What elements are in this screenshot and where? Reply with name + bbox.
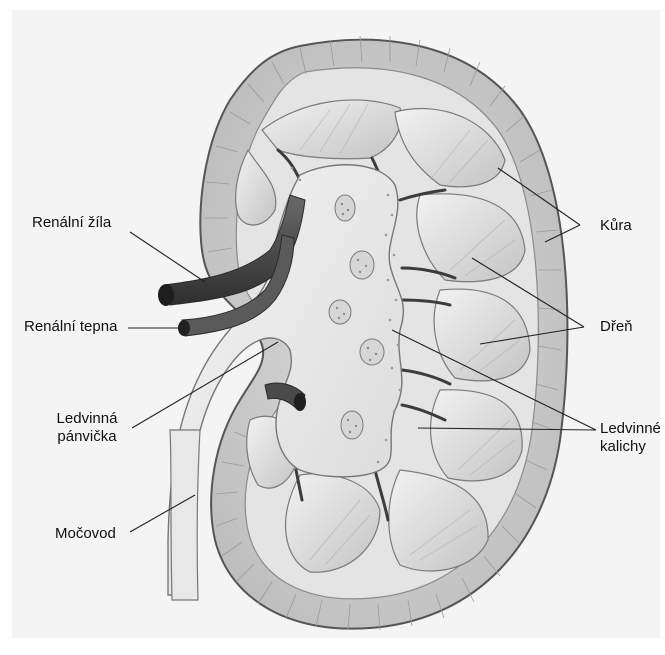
label-renal-vein: Renální žíla <box>32 214 111 232</box>
label-calyces-line2: kalichy <box>600 438 662 456</box>
label-renal-pelvis-line1: Ledvinná <box>44 410 130 428</box>
label-calyces: Ledvinné kalichy <box>600 420 662 456</box>
label-ureter: Močovod <box>55 525 116 543</box>
label-calyces-line1: Ledvinné <box>600 420 662 438</box>
label-medulla: Dřeň <box>600 318 633 336</box>
ureter-shape <box>170 430 200 600</box>
label-renal-pelvis-line2: pánvička <box>44 428 130 446</box>
label-renal-artery: Renální tepna <box>24 318 117 336</box>
renal-vein-opening <box>158 284 174 306</box>
label-renal-pelvis: Ledvinná pánvička <box>44 410 130 446</box>
label-cortex: Kůra <box>600 217 632 235</box>
hilar-vessel-lower-opening <box>294 393 306 411</box>
